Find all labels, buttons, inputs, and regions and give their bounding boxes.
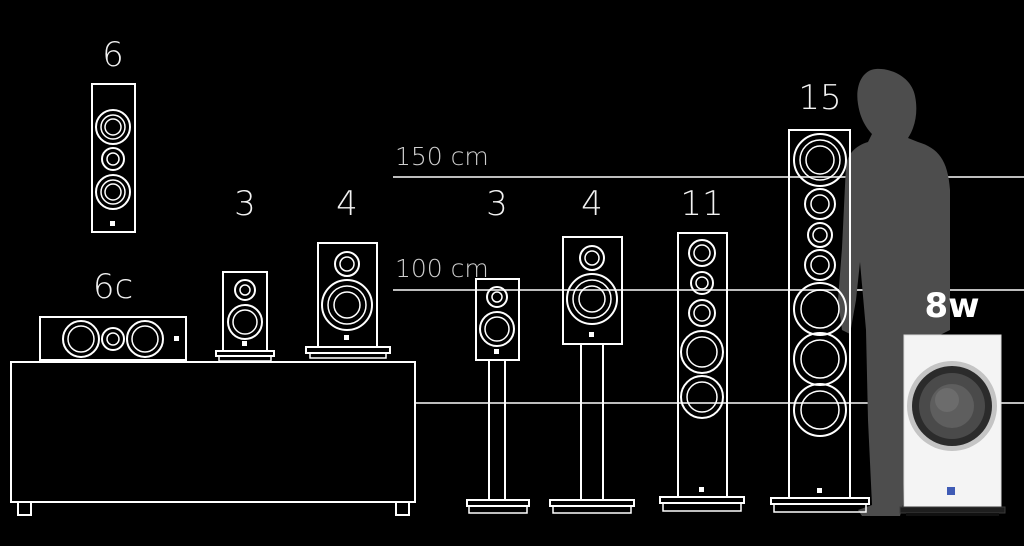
model-label: 11 — [680, 184, 723, 224]
subwoofer-8w — [899, 334, 1006, 516]
model-label: 15 — [798, 78, 841, 118]
speaker-15 — [770, 129, 870, 513]
speaker-4-on-stand — [549, 236, 635, 514]
model-label: 3 — [234, 184, 256, 224]
speaker-6c — [39, 316, 187, 361]
model-label: 6 — [102, 35, 124, 75]
speaker-3-on-stand — [466, 278, 530, 514]
model-label: 4 — [336, 184, 358, 224]
speaker-11 — [659, 232, 745, 512]
label-150cm: 150 cm — [395, 142, 489, 171]
model-label: 3 — [486, 184, 508, 224]
model-label: 8w — [924, 286, 979, 326]
speaker-6 — [91, 83, 136, 233]
brand-logo-icon — [947, 487, 955, 495]
tv-bench — [10, 361, 416, 516]
speaker-4-bookshelf — [305, 242, 391, 359]
speaker-3-bookshelf — [215, 271, 275, 362]
model-label: 6c — [93, 267, 133, 307]
label-100cm: 100 cm — [395, 254, 489, 283]
person-silhouette-icon — [838, 68, 950, 516]
model-label: 4 — [581, 184, 603, 224]
